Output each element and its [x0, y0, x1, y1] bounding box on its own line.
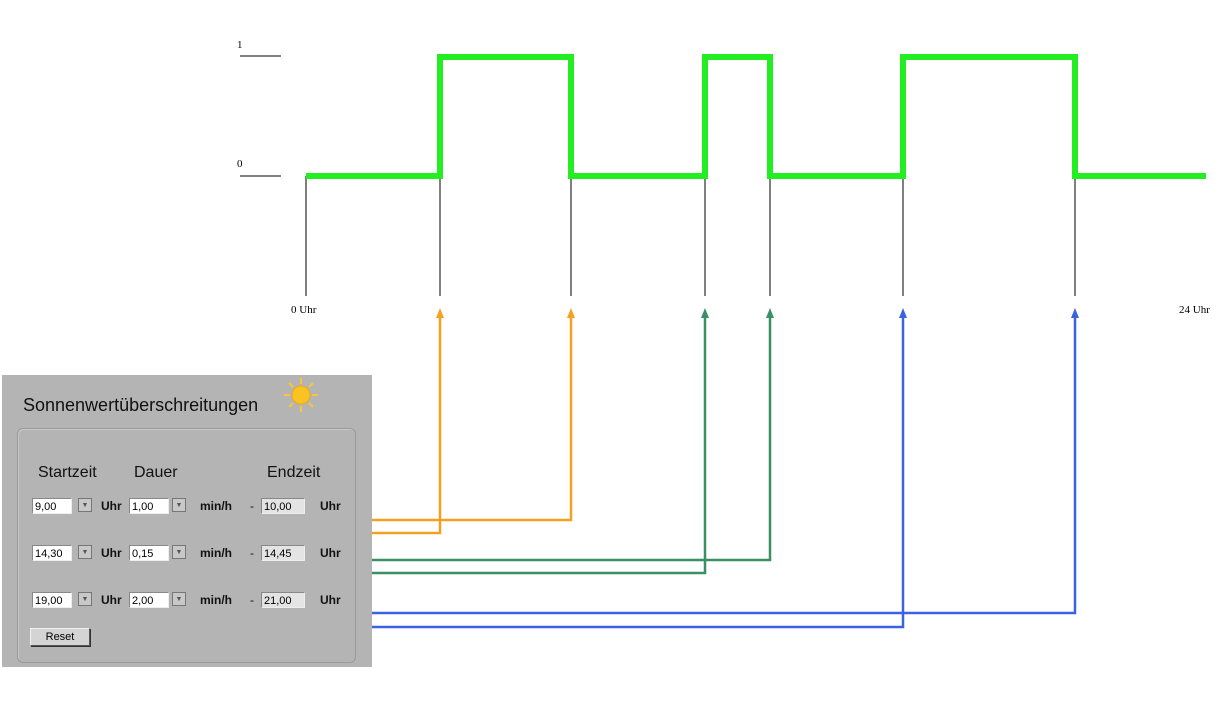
end-time-output: 10,00	[261, 498, 305, 514]
end-time-output: 14,45	[261, 545, 305, 561]
start-time-input[interactable]: 19,00	[32, 592, 72, 608]
chevron-down-icon: ▼	[175, 549, 183, 556]
panel-title: Sonnenwertüberschreitungen	[23, 395, 259, 415]
start-time-input[interactable]: 9,00	[32, 498, 72, 514]
arrow-up-icon	[701, 308, 709, 318]
start-time-dropdown[interactable]: ▼	[78, 498, 92, 512]
end-connector-green	[307, 314, 772, 562]
unit-label: Uhr	[320, 546, 341, 560]
y-label-1: 1	[237, 39, 243, 51]
dash: -	[250, 593, 254, 607]
duration-dropdown[interactable]: ▼	[172, 545, 186, 559]
duration-input[interactable]: 0,15	[129, 545, 169, 561]
chevron-down-icon: ▼	[81, 549, 89, 556]
time-ticks	[305, 176, 1076, 296]
duration-dropdown[interactable]: ▼	[172, 498, 186, 512]
unit-label: Uhr	[101, 546, 122, 560]
arrow-up-icon	[1071, 308, 1079, 318]
end-connector-orange	[307, 314, 573, 522]
header-dauer: Dauer	[134, 464, 178, 481]
start-time-input[interactable]: 14,30	[32, 545, 72, 561]
duration-input[interactable]: 2,00	[129, 592, 169, 608]
duration-unit-label: min/h	[200, 546, 232, 560]
arrow-up-icon	[766, 308, 774, 318]
unit-label: Uhr	[101, 593, 122, 607]
duration-unit-label: min/h	[200, 499, 232, 513]
reset-button[interactable]: Reset	[30, 628, 90, 646]
unit-label: Uhr	[320, 593, 341, 607]
time-row: 9,00 ▼ Uhr 1,00 ▼ min/h - 10,00 Uhr	[2, 498, 372, 518]
header-startzeit: Startzeit	[38, 464, 97, 481]
x-label-end: 24 Uhr	[1179, 304, 1210, 316]
unit-label: Uhr	[320, 499, 341, 513]
end-connector-blue	[307, 314, 1077, 615]
header-endzeit: Endzeit	[267, 464, 321, 481]
chevron-down-icon: ▼	[81, 502, 89, 509]
chevron-down-icon: ▼	[81, 596, 89, 603]
dash: -	[250, 499, 254, 513]
chevron-down-icon: ▼	[175, 596, 183, 603]
settings-group	[17, 428, 356, 663]
chevron-down-icon: ▼	[175, 502, 183, 509]
time-row: 19,00 ▼ Uhr 2,00 ▼ min/h - 21,00 Uhr	[2, 592, 372, 612]
dash: -	[250, 546, 254, 560]
sun-threshold-panel: Sonnenwertüberschreitungen Startzeit Dau…	[2, 375, 372, 667]
unit-label: Uhr	[101, 499, 122, 513]
duration-dropdown[interactable]: ▼	[172, 592, 186, 606]
arrow-up-icon	[567, 308, 575, 318]
time-row: 14,30 ▼ Uhr 0,15 ▼ min/h - 14,45 Uhr	[2, 545, 372, 565]
start-time-dropdown[interactable]: ▼	[78, 545, 92, 559]
duration-unit-label: min/h	[200, 593, 232, 607]
end-time-output: 21,00	[261, 592, 305, 608]
sun-icon	[284, 378, 318, 412]
signal-line	[306, 54, 1206, 179]
arrow-up-icon	[436, 308, 444, 318]
start-time-dropdown[interactable]: ▼	[78, 592, 92, 606]
arrow-up-icon	[899, 308, 907, 318]
x-label-start: 0 Uhr	[291, 304, 317, 316]
duration-input[interactable]: 1,00	[129, 498, 169, 514]
y-label-0: 0	[237, 158, 243, 170]
